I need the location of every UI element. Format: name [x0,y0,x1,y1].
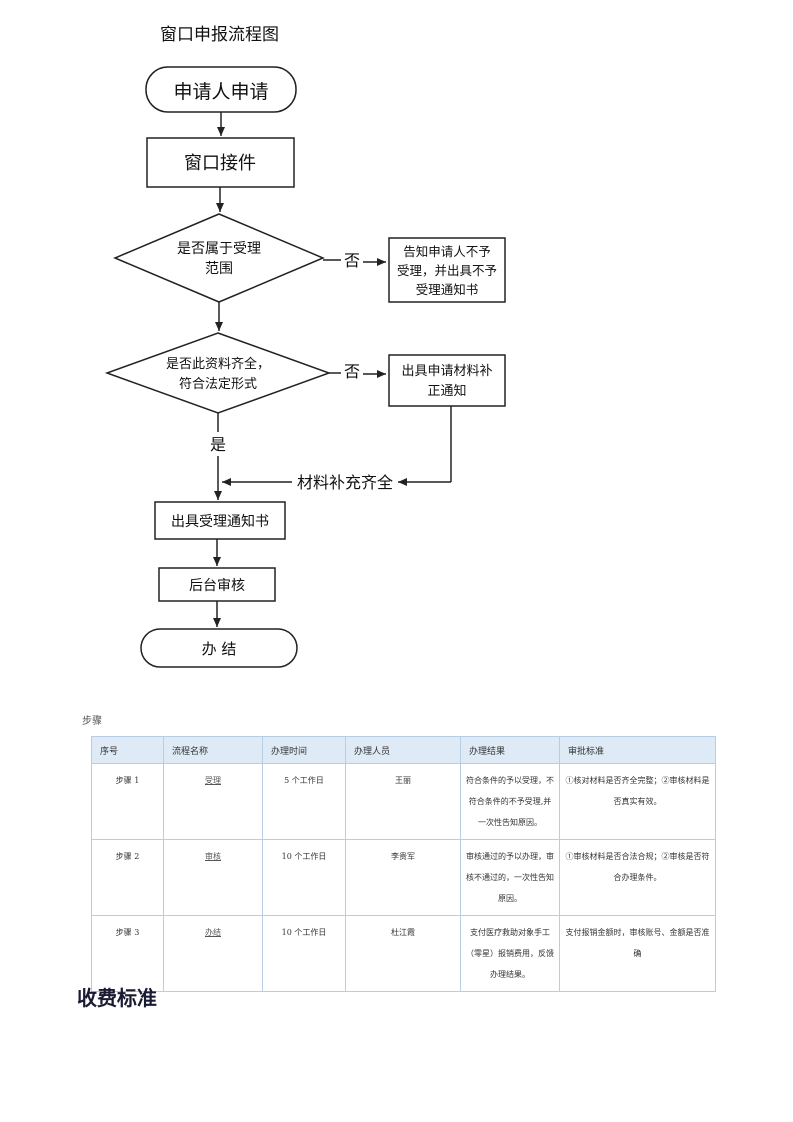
reject-notice-box [388,237,506,303]
step-name-link[interactable]: 受理 [205,776,221,785]
steps-table: 序号 流程名称 办理时间 办理人员 办理结果 审批标准 步骤 1 受理 5 个工… [91,736,716,992]
step-no: 步骤 1 [91,763,164,840]
supplement-notice-line1: 出具申请材料补 [401,364,492,379]
receive-label: 窗口接件 [184,153,256,174]
flowchart-title: 窗口申报流程图 [160,25,279,45]
header-result: 办理结果 [460,736,560,764]
header-no: 序号 [91,736,164,764]
review-label: 后台审核 [189,578,245,594]
decision-materials-diamond [104,332,332,414]
reject-notice-line3: 受理通知书 [416,282,479,297]
step-person: 杜江霞 [345,915,461,992]
step-result: 符合条件的予以受理，不符合条件的不予受理,并一次性告知原因。 [460,763,560,840]
end-terminal [140,628,298,668]
step-time: 5 个工作日 [262,763,346,840]
fee-standard-title: 收费标准 [77,986,157,1010]
receive-box [146,137,295,188]
step-name-cell: 办结 [163,915,263,992]
reject-notice-line2: 受理，并出具不予 [397,263,497,278]
flowchart: 申请人申请 窗口接件 是否属于受理 范围 否 告知申请人不予 受理，并出具不予 … [104,66,506,668]
step-result: 支付医疗救助对象手工（零星）报销费用，反馈办理结果。 [460,915,560,992]
steps-table-header-row: 序号 流程名称 办理时间 办理人员 办理结果 审批标准 [91,736,716,764]
table-row: 步骤 1 受理 5 个工作日 王丽 符合条件的予以受理，不符合条件的不予受理,并… [91,763,716,840]
table-row: 步骤 3 办结 10 个工作日 杜江霞 支付医疗救助对象手工（零星）报销费用，反… [91,915,716,992]
step-name-link[interactable]: 审核 [205,852,221,861]
decision-scope-label-line1: 是否属于受理 [177,241,261,257]
review-box [158,567,276,602]
table-row: 步骤 2 审核 10 个工作日 李贵军 审核通过的予以办理，审核不通过的，一次性… [91,839,716,916]
accept-notice-box [154,501,286,540]
step-person: 王丽 [345,763,461,840]
step-name-cell: 审核 [163,839,263,916]
yes-label: 是 [210,435,226,454]
decision-materials-label-line1: 是否此资料齐全， [166,356,270,372]
step-time: 10 个工作日 [262,839,346,916]
step-standard: ①审核材料是否合法合规；②审核是否符合办理条件。 [559,839,716,916]
accept-notice-label: 出具受理通知书 [171,513,269,530]
decision-scope-diamond [113,213,325,303]
header-time: 办理时间 [262,736,346,764]
reject-notice-line1: 告知申请人不予 [403,244,491,259]
header-name: 流程名称 [163,736,263,764]
step-no: 步骤 3 [91,915,164,992]
header-standard: 审批标准 [559,736,716,764]
no2-label: 否 [344,362,360,381]
header-person: 办理人员 [345,736,461,764]
step-person: 李贵军 [345,839,461,916]
decision-materials-label-line2: 符合法定形式 [179,376,257,392]
end-label: 办 结 [202,640,237,658]
start-label: 申请人申请 [173,81,268,103]
steps-section-label: 步骤 [82,716,102,727]
step-no: 步骤 2 [91,839,164,916]
no1-label: 否 [344,251,360,270]
supplemented-label: 材料补充齐全 [297,473,393,492]
step-result: 审核通过的予以办理，审核不通过的，一次性告知原因。 [460,839,560,916]
supplement-notice-box [388,354,506,407]
step-name-cell: 受理 [163,763,263,840]
decision-scope-label-line2: 范围 [205,260,233,277]
step-standard: 支付报销金额时，审核账号、金额是否准确 [559,915,716,992]
step-name-link[interactable]: 办结 [205,928,221,937]
step-standard: ①核对材料是否齐全完整；②审核材料是否真实有效。 [559,763,716,840]
step-time: 10 个工作日 [262,915,346,992]
supplement-notice-line2: 正通知 [427,383,466,399]
